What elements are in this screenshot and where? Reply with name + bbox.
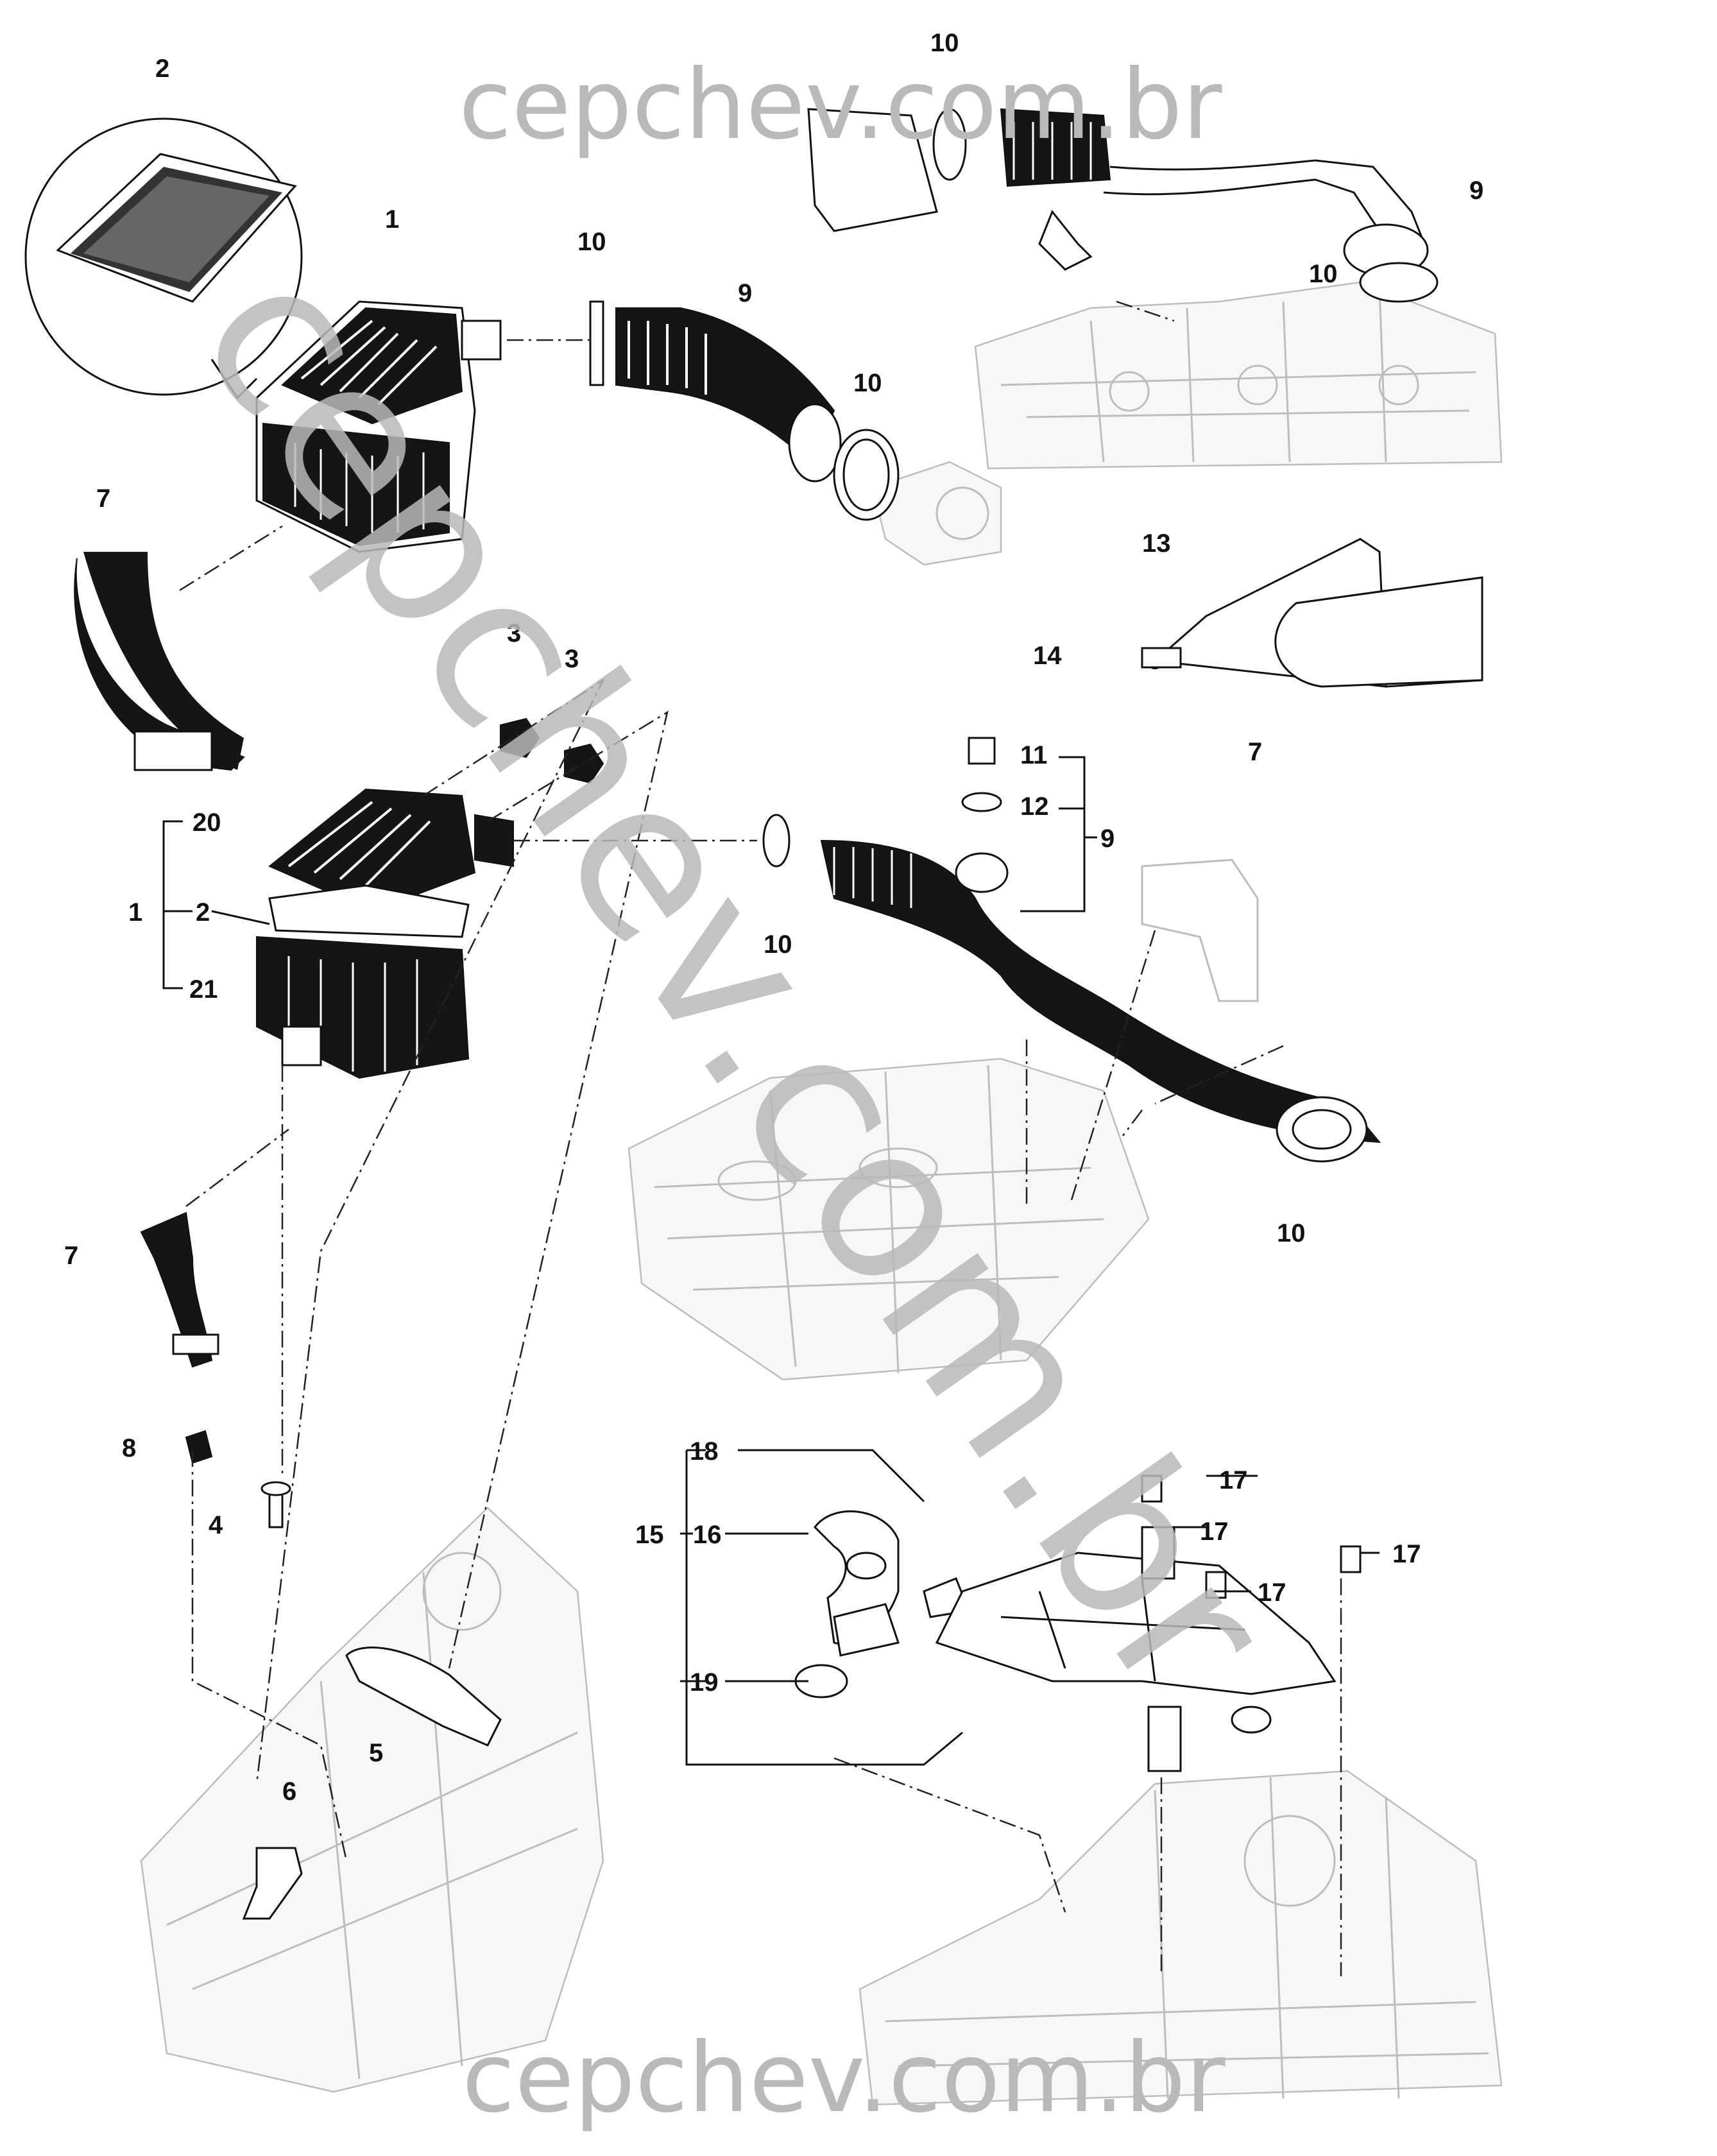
engine-ghost-top-right bbox=[974, 281, 1503, 470]
callout-17-b: 17 bbox=[1200, 1518, 1229, 1546]
callout-17-c: 17 bbox=[1258, 1579, 1286, 1607]
engine-ghost-middle bbox=[628, 1057, 1150, 1381]
callout-7-right: 7 bbox=[1248, 738, 1262, 766]
callout-1-mid: 1 bbox=[128, 898, 142, 927]
callout-3-a: 3 bbox=[507, 619, 521, 647]
engine-ghost-throttle-body bbox=[871, 461, 1002, 566]
callout-brackets bbox=[162, 756, 1380, 1766]
callout-10-f: 10 bbox=[1277, 1219, 1306, 1247]
bracket-6 bbox=[242, 1847, 303, 1920]
callout-numbers: 2 1 7 10 9 10 10 9 10 13 14 7 3 3 20 1 2… bbox=[64, 29, 1483, 1806]
callout-19: 19 bbox=[690, 1668, 719, 1697]
callout-4: 4 bbox=[209, 1511, 223, 1539]
air-cleaner-assembly-top bbox=[255, 300, 502, 553]
callout-10-c: 10 bbox=[930, 29, 959, 57]
callout-3-b: 3 bbox=[565, 645, 579, 673]
leader-lines bbox=[179, 300, 1342, 1976]
callout-15: 15 bbox=[635, 1521, 664, 1549]
pcv-hose-assembly bbox=[794, 1475, 1362, 1772]
callout-10-b: 10 bbox=[853, 369, 882, 397]
callout-9-a: 9 bbox=[738, 279, 752, 307]
callout-13: 13 bbox=[1142, 529, 1171, 558]
engine-ghost-bottom-left bbox=[140, 1507, 604, 2093]
intake-hose-9-top bbox=[589, 300, 900, 521]
watermark-bottom: cepchev.com.br bbox=[462, 2023, 1226, 2134]
intake-hose-9-upper-right bbox=[807, 108, 1439, 303]
callout-17-d: 17 bbox=[1392, 1540, 1421, 1568]
callout-2-mid: 2 bbox=[196, 898, 210, 927]
callout-5: 5 bbox=[369, 1739, 383, 1767]
callout-16: 16 bbox=[693, 1521, 722, 1549]
air-duct-7-top bbox=[74, 552, 245, 771]
callout-9-b: 9 bbox=[1469, 176, 1483, 205]
callout-10-e: 10 bbox=[764, 930, 792, 959]
callout-11: 11 bbox=[1020, 741, 1047, 769]
callout-10-d: 10 bbox=[1309, 260, 1338, 288]
callout-2-top: 2 bbox=[155, 55, 169, 83]
callout-1-top: 1 bbox=[385, 205, 399, 234]
callout-9-c: 9 bbox=[1100, 825, 1115, 853]
duct-7-middle bbox=[140, 1211, 219, 1368]
air-filter-detail-circle bbox=[24, 117, 303, 400]
callout-18: 18 bbox=[690, 1437, 719, 1466]
clip-8 bbox=[185, 1430, 213, 1464]
callout-12: 12 bbox=[1020, 792, 1049, 821]
watermark-top: cepchev.com.br bbox=[459, 49, 1222, 161]
grommet-4 bbox=[261, 1481, 291, 1528]
callout-20: 20 bbox=[192, 809, 221, 837]
callout-7-top: 7 bbox=[96, 484, 110, 513]
callout-17-a: 17 bbox=[1219, 1466, 1248, 1494]
callout-8: 8 bbox=[122, 1434, 136, 1462]
callout-7-mid: 7 bbox=[64, 1242, 78, 1270]
air-cleaner-assembly-middle bbox=[256, 788, 514, 1079]
callout-6: 6 bbox=[282, 1777, 296, 1806]
intake-hose-9-middle bbox=[762, 737, 1381, 1163]
callout-10-a: 10 bbox=[577, 228, 606, 256]
callout-21: 21 bbox=[189, 975, 218, 1004]
callout-14: 14 bbox=[1033, 642, 1062, 670]
panel-7-right bbox=[1141, 538, 1483, 688]
bracket-5 bbox=[345, 1647, 502, 1747]
